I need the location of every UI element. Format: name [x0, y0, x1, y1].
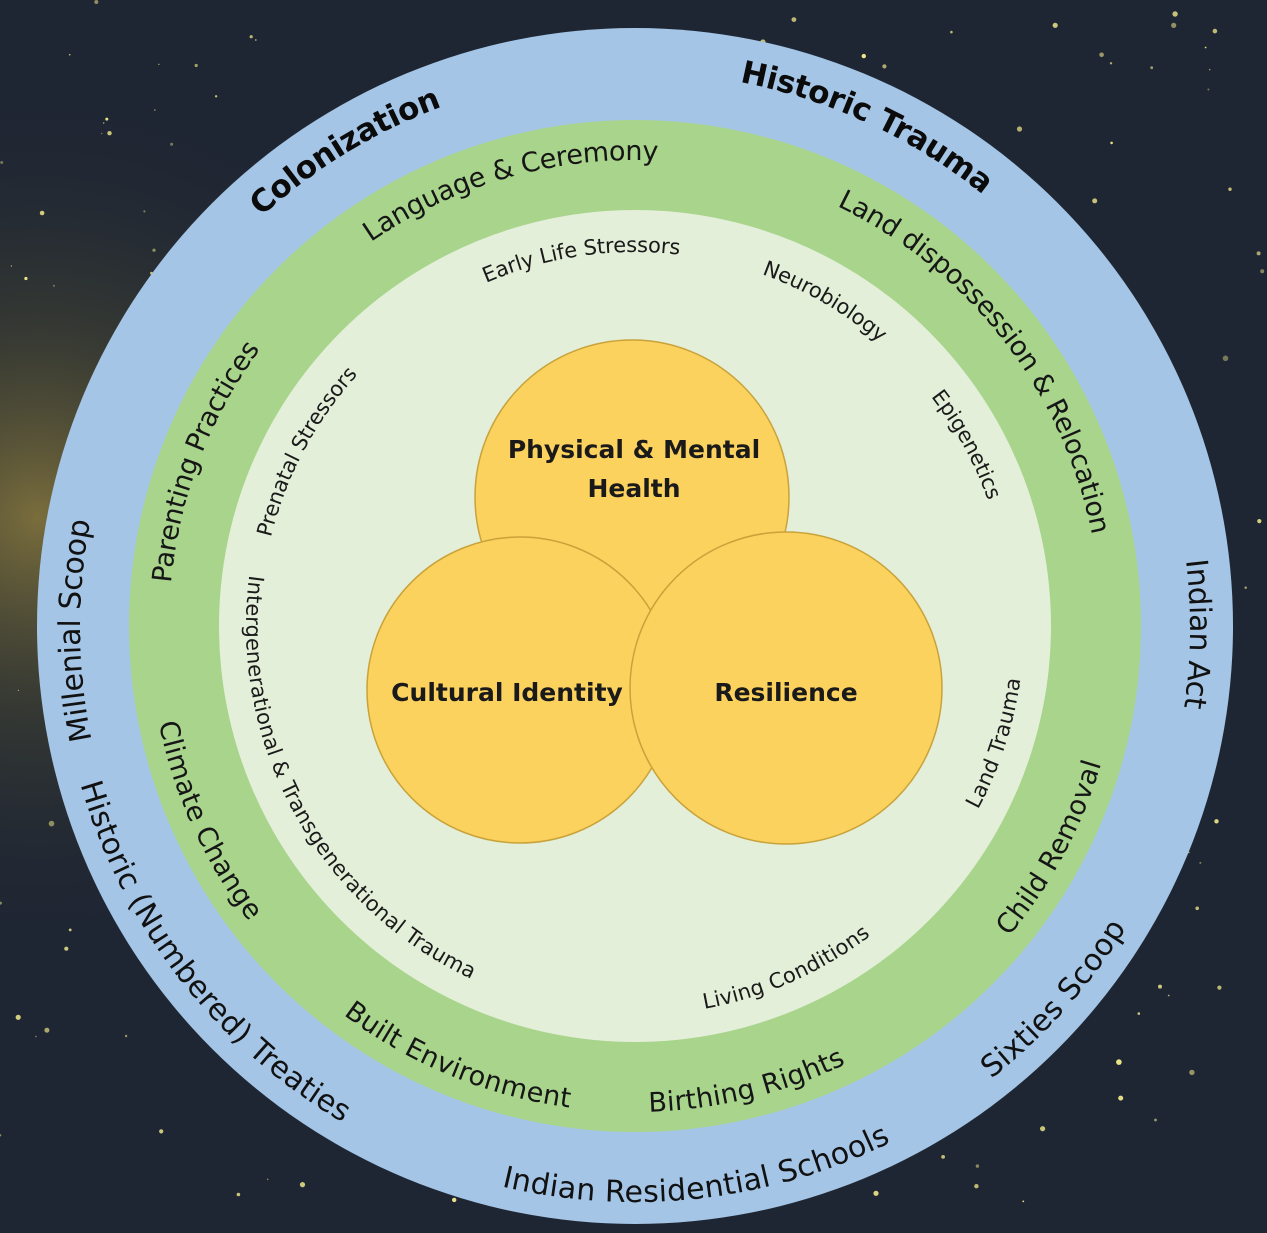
star: [52, 284, 55, 287]
star: [1022, 1200, 1025, 1203]
star: [1167, 994, 1170, 997]
star: [1118, 1095, 1124, 1101]
star: [68, 53, 71, 56]
star: [103, 122, 105, 124]
star: [1158, 984, 1162, 989]
star: [452, 1197, 457, 1203]
star: [105, 117, 109, 121]
star: [791, 17, 797, 22]
star: [124, 1034, 128, 1038]
resilience-label: Resilience: [714, 678, 857, 707]
star: [170, 142, 174, 146]
star: [143, 210, 146, 213]
star: [100, 132, 103, 135]
star: [1244, 586, 1247, 589]
star: [64, 946, 69, 951]
star: [1260, 269, 1265, 274]
label-indian-act: Indian Act: [1176, 557, 1217, 711]
star: [1257, 519, 1262, 524]
star: [1199, 861, 1202, 864]
star: [1256, 251, 1261, 256]
star: [1109, 62, 1113, 65]
star: [236, 1192, 241, 1197]
star: [1016, 126, 1023, 132]
star: [48, 820, 55, 827]
health-label-line1: Physical & Mental: [508, 435, 760, 464]
star: [1204, 46, 1207, 49]
star: [1099, 52, 1104, 58]
star: [68, 928, 72, 932]
star: [1092, 198, 1098, 204]
star: [39, 210, 45, 216]
star: [0, 161, 4, 164]
star: [950, 30, 953, 34]
star: [10, 265, 13, 267]
star: [1150, 66, 1154, 70]
star: [159, 1129, 164, 1134]
star: [94, 0, 99, 4]
star: [254, 39, 257, 41]
star: [1195, 906, 1199, 911]
resilience-circle: [629, 531, 943, 845]
star: [158, 63, 160, 65]
star: [1172, 11, 1178, 17]
star: [861, 53, 866, 59]
star: [15, 1014, 21, 1020]
star: [107, 131, 112, 136]
star: [194, 63, 198, 68]
star: [0, 1134, 2, 1137]
star: [249, 35, 253, 39]
svg-text:Indian Act: Indian Act: [1176, 557, 1217, 711]
star: [1116, 1059, 1122, 1065]
star: [17, 689, 19, 692]
star: [1189, 1069, 1195, 1076]
star: [154, 109, 156, 111]
star: [882, 64, 887, 69]
star: [1110, 141, 1113, 145]
star: [0, 901, 2, 905]
star: [1222, 355, 1229, 362]
star: [941, 1155, 945, 1159]
star: [1207, 88, 1210, 91]
star: [1214, 819, 1219, 824]
star: [975, 1164, 980, 1168]
star: [1052, 22, 1058, 28]
star: [35, 1035, 37, 1038]
star: [1040, 1126, 1046, 1132]
star: [873, 1190, 879, 1196]
star: [1208, 68, 1211, 71]
star: [44, 1027, 50, 1033]
star: [299, 1182, 306, 1188]
star: [152, 248, 156, 252]
health-label-line2: Health: [587, 474, 680, 503]
star: [1228, 187, 1232, 191]
star: [1154, 1118, 1157, 1122]
star: [1171, 22, 1177, 28]
star: [1137, 1012, 1141, 1015]
star: [974, 1184, 979, 1189]
star: [24, 276, 28, 281]
cultural-identity-label: Cultural Identity: [391, 678, 623, 707]
star: [266, 1178, 269, 1181]
star: [214, 95, 218, 98]
star: [1217, 985, 1222, 990]
star: [1212, 28, 1218, 34]
